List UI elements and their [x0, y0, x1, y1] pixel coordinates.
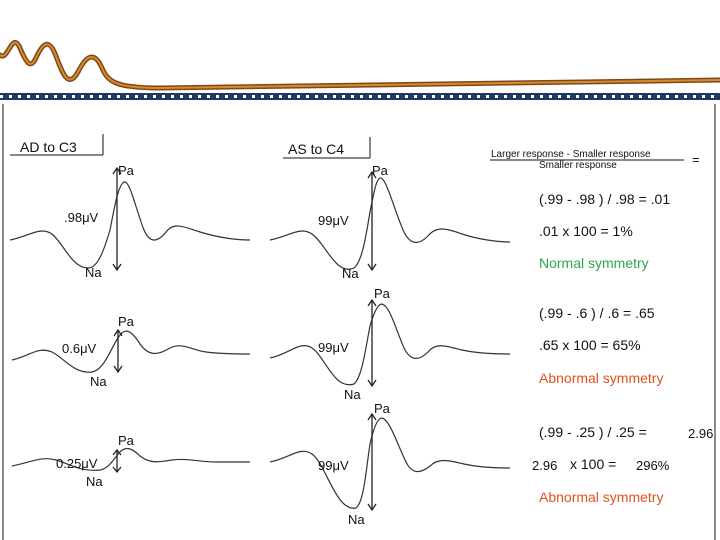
symmetry-result-normal: Normal symmetry: [539, 255, 649, 271]
symmetry-result-abnormal: Abnormal symmetry: [539, 489, 663, 505]
pa-label: Pa: [118, 163, 135, 178]
calculation-line: (.99 - .25 ) / .25 =: [539, 424, 647, 440]
na-label: Na: [348, 512, 365, 527]
calculation-percent: .65 x 100 = 65%: [539, 337, 641, 353]
calculation-2: (.99 - .6 ) / .6 = .65 .65 x 100 = 65% A…: [539, 305, 663, 386]
header-dotted-bar: [0, 93, 720, 100]
calculation-percent: 296%: [636, 458, 670, 473]
na-label: Na: [85, 265, 102, 280]
na-label: Na: [90, 374, 107, 389]
calculation-line: (.99 - .98 ) / .98 = .01: [539, 191, 670, 207]
left-panel-title: AD to C3: [10, 134, 104, 156]
waveform-right-1: Pa Na 99μV: [269, 163, 511, 281]
formula-numerator: Larger response - Smaller response: [491, 149, 651, 160]
waveform-left-3: Pa Na 0.25μV: [11, 433, 250, 489]
right-panel-title: AS to C4: [283, 137, 371, 159]
amplitude-label: 99μV: [318, 213, 349, 228]
amplitude-label: 99μV: [318, 458, 349, 473]
formula-denominator: Smaller response: [539, 160, 617, 171]
calculation-line: x 100 =: [570, 456, 616, 472]
pa-label: Pa: [374, 401, 391, 416]
calculation-percent: .01 x 100 = 1%: [539, 223, 633, 239]
na-label: Na: [86, 474, 103, 489]
pa-label: Pa: [372, 163, 389, 178]
symmetry-result-abnormal: Abnormal symmetry: [539, 370, 663, 386]
amplitude-label: 0.25μV: [56, 456, 98, 471]
symmetry-formula: Larger response - Smaller response Small…: [490, 149, 700, 171]
left-panel-title-text: AD to C3: [20, 139, 77, 155]
na-label: Na: [344, 387, 361, 402]
na-label: Na: [342, 266, 359, 281]
waveform-logo-icon: [0, 39, 720, 91]
formula-equals: =: [692, 152, 700, 167]
waveform-right-3: Pa Na 99μV: [269, 401, 511, 527]
waveform-left-1: Pa Na .98μV: [9, 163, 251, 280]
pa-label: Pa: [118, 314, 135, 329]
waveform-left-2: Pa Na 0.6μV: [11, 314, 251, 389]
waveform-right-2: Pa Na 99μV: [269, 286, 511, 402]
pa-label: Pa: [118, 433, 135, 448]
amplitude-label: 99μV: [318, 340, 349, 355]
right-panel-title-text: AS to C4: [288, 141, 344, 157]
calculation-1: (.99 - .98 ) / .98 = .01 .01 x 100 = 1% …: [539, 191, 670, 271]
amplitude-label: 0.6μV: [62, 341, 97, 356]
calculation-value: 2.96: [532, 458, 557, 473]
pa-label: Pa: [374, 286, 391, 301]
calculation-3: (.99 - .25 ) / .25 = 2.96 2.96 x 100 = 2…: [532, 424, 713, 505]
amplitude-label: .98μV: [64, 210, 99, 225]
calculation-value: 2.96: [688, 426, 713, 441]
calculation-line: (.99 - .6 ) / .6 = .65: [539, 305, 655, 321]
